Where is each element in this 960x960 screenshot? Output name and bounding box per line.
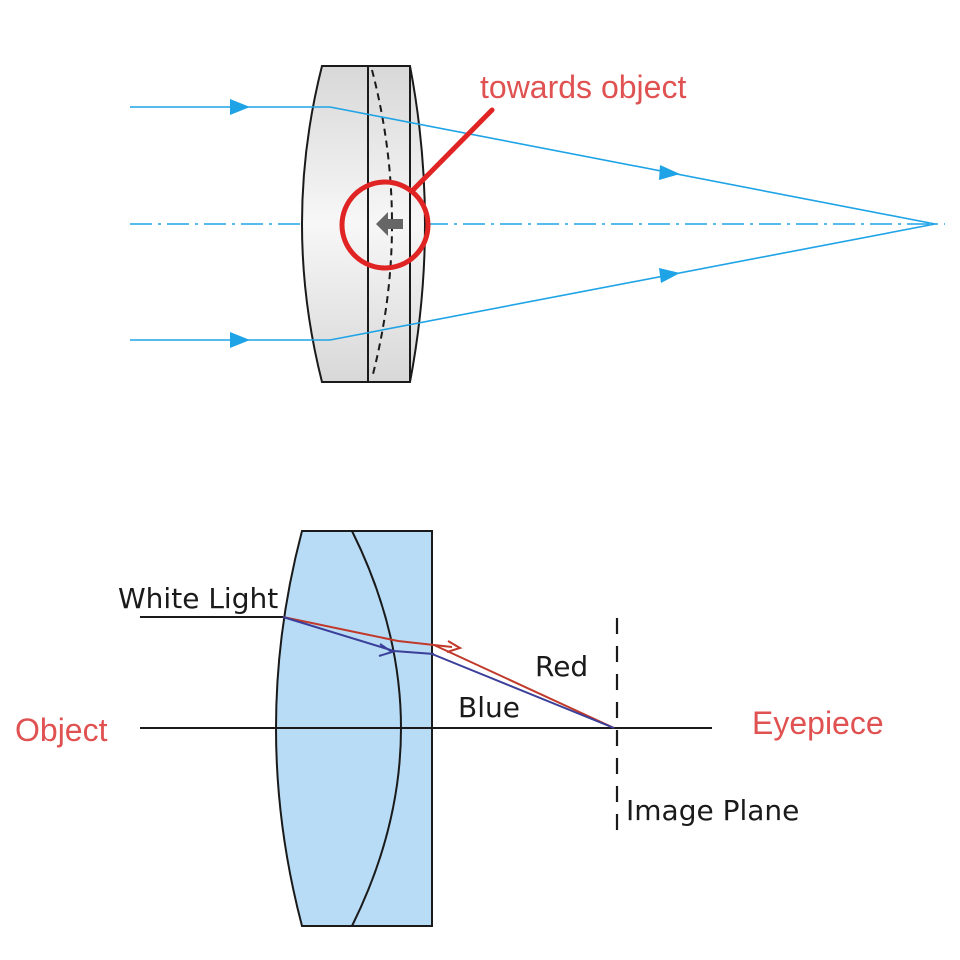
converging-ray-upper-arrow (659, 165, 680, 180)
image-plane-label: Image Plane (626, 794, 799, 827)
red-ray-after-lens (433, 644, 615, 729)
blue-ray-arrow (378, 643, 395, 657)
incoming-ray-upper-arrow (230, 99, 250, 115)
eyepiece-label: Eyepiece (752, 705, 884, 741)
red-ray-arrow (446, 640, 463, 653)
callout-circle (339, 179, 431, 271)
top-lens-curved-interface (371, 69, 393, 379)
converging-ray-upper (329, 106, 936, 225)
bottom-lens-diagram: White Light Red Blue Object Eyepiece Ima… (15, 530, 884, 927)
blue-ray-inside-lens (282, 616, 435, 655)
converging-ray-lower-arrow (659, 268, 680, 283)
towards-object-label: towards object (480, 69, 686, 105)
white-light-label: White Light (118, 582, 278, 615)
blue-label: Blue (458, 691, 520, 724)
callout-leader-line (409, 107, 495, 194)
blue-ray-after-lens (431, 653, 615, 729)
towards-object-arrow-icon (376, 212, 403, 236)
converging-ray-lower (329, 223, 936, 341)
top-lens-diagram: towards object (130, 65, 945, 383)
red-label: Red (535, 650, 588, 683)
object-label: Object (15, 712, 108, 748)
incoming-ray-lower-arrow (230, 332, 250, 348)
